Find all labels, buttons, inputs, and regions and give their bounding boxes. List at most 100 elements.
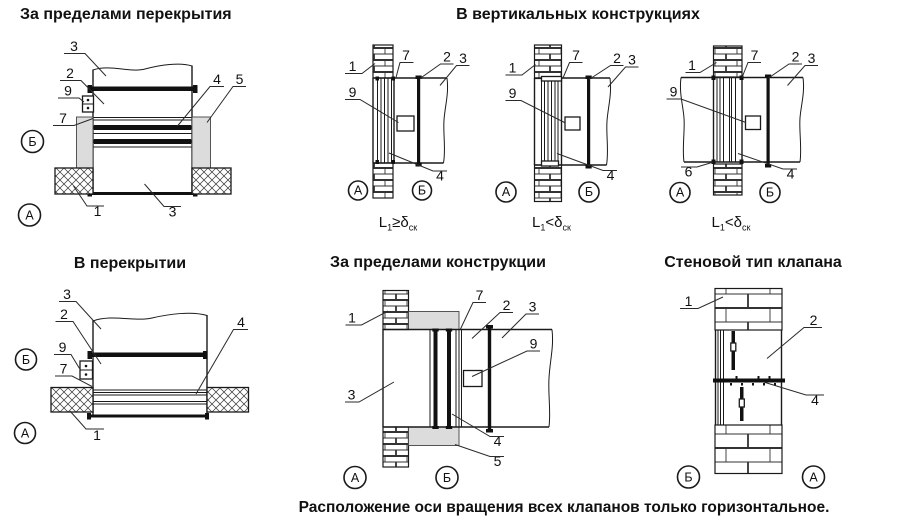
callout-grout: 5 (494, 453, 502, 469)
svg-text:А: А (21, 427, 30, 441)
svg-text:Б: Б (585, 185, 593, 199)
callout-duct-left: 3 (348, 387, 356, 403)
valve-body (711, 75, 744, 164)
brick-wall (712, 45, 743, 78)
callout-actuator: 9 (509, 85, 517, 101)
axis-marker-b: Б (759, 181, 781, 204)
callout-blade: 2 (613, 50, 621, 66)
leader-line (471, 312, 513, 339)
axis-marker-b: Б (578, 181, 600, 203)
leader-line (741, 62, 761, 78)
formula-l1-lt-dsk: L1<δск (712, 214, 751, 233)
svg-text:Б: Б (684, 471, 692, 485)
callout-wall: 1 (509, 60, 517, 76)
callout-extension: 6 (685, 164, 693, 180)
leader-line (454, 444, 504, 457)
leader-line (505, 64, 536, 76)
leader-line (505, 100, 566, 124)
leader-line (588, 65, 624, 80)
callout-casing: 2 (66, 65, 74, 81)
callouts: 1 7 2 3 9 4 (505, 47, 639, 183)
callout-frame: 7 (60, 361, 68, 377)
leader-line (501, 313, 539, 339)
damper-blade (765, 74, 772, 168)
axis-marker-b: Б (676, 465, 701, 489)
subdiagram-1: А Б L1≥δск 1 7 2 3 9 4 (345, 44, 470, 233)
valve-body (540, 75, 563, 167)
brick-wall (533, 44, 563, 80)
horizontal-blade (713, 376, 785, 386)
formula-l1-lt-dsk: L1<δск (532, 214, 571, 233)
svg-text:А: А (351, 471, 360, 485)
callout-frame: 7 (59, 110, 67, 126)
panel-in-slab: В перекрытии (13, 255, 250, 445)
callout-blade: 4 (213, 71, 221, 87)
callouts: 1 7 2 3 9 3 4 5 (345, 287, 540, 469)
callout-casing: 2 (60, 306, 68, 322)
duct-outline (382, 328, 554, 428)
axis-marker-b: Б (435, 465, 459, 490)
callouts: 3 2 9 7 4 1 (54, 286, 248, 443)
callouts: 3 2 9 7 4 5 1 3 (53, 38, 246, 220)
axis-marker-a: А (669, 181, 691, 204)
callout-casing: 2 (503, 297, 511, 313)
callout-duct-right: 3 (529, 299, 537, 315)
callout-duct: 3 (63, 286, 71, 302)
axis-marker-b: Б (14, 348, 38, 371)
leader-line (451, 413, 504, 437)
fire-damper-blade (87, 85, 198, 93)
leader-line (419, 63, 454, 79)
svg-text:А: А (809, 471, 818, 485)
callout-frame: 7 (402, 47, 410, 63)
svg-text:А: А (676, 186, 685, 200)
subdiagram-3: А Б L1<δск 1 7 2 3 9 6 4 (666, 45, 818, 233)
leader-line (195, 329, 248, 395)
callout-frame: 7 (572, 47, 580, 63)
callout-actuator: 9 (670, 84, 678, 100)
leader-line (177, 86, 224, 127)
leader-line (460, 302, 486, 330)
svg-text:А: А (25, 209, 34, 223)
svg-text:А: А (502, 185, 511, 199)
leader-line (345, 99, 399, 123)
callout-valve: 4 (436, 168, 444, 184)
leader-line (60, 80, 105, 105)
callout-blade: 2 (792, 49, 800, 65)
callout-grout: 5 (236, 71, 244, 87)
bottom-caption: Расположение оси вращения всех клапанов … (299, 499, 830, 516)
leader-line (681, 161, 714, 168)
callout-valve: 4 (494, 433, 502, 449)
leader-line (53, 118, 94, 126)
callout-body: 2 (810, 312, 818, 328)
leader-line (562, 62, 583, 79)
leader-line (206, 86, 246, 123)
callout-valve: 4 (237, 314, 245, 330)
floor-slab-hatched (54, 167, 232, 195)
callout-frame: 7 (751, 47, 759, 63)
leader-line (69, 410, 104, 430)
leader-line (54, 354, 80, 369)
panel-vertical-constructions: В вертикальных конструкциях (345, 6, 818, 233)
brick-wall (372, 162, 394, 199)
brick-wall (372, 44, 394, 79)
formula-l1-ge-dsk: L1≥δск (379, 214, 417, 233)
valve-section (90, 117, 195, 148)
grout-blocks (408, 311, 460, 446)
callout-duct: 3 (628, 52, 636, 68)
leader-line (55, 321, 102, 365)
svg-text:Б: Б (418, 184, 426, 198)
callout-duct-bottom: 3 (169, 204, 177, 220)
leader-line (73, 185, 104, 207)
brick-wall (382, 289, 410, 468)
brick-wall (714, 287, 783, 475)
actuator-bracket (79, 360, 94, 380)
valve-body (375, 76, 395, 164)
svg-text:Б: Б (766, 186, 774, 200)
panel-title: За пределами конструкции (330, 254, 546, 271)
leader-line (666, 98, 747, 123)
leader-line (685, 62, 717, 73)
fire-damper-blade (87, 351, 208, 359)
leader-line (59, 301, 102, 330)
leader-line (680, 296, 724, 309)
